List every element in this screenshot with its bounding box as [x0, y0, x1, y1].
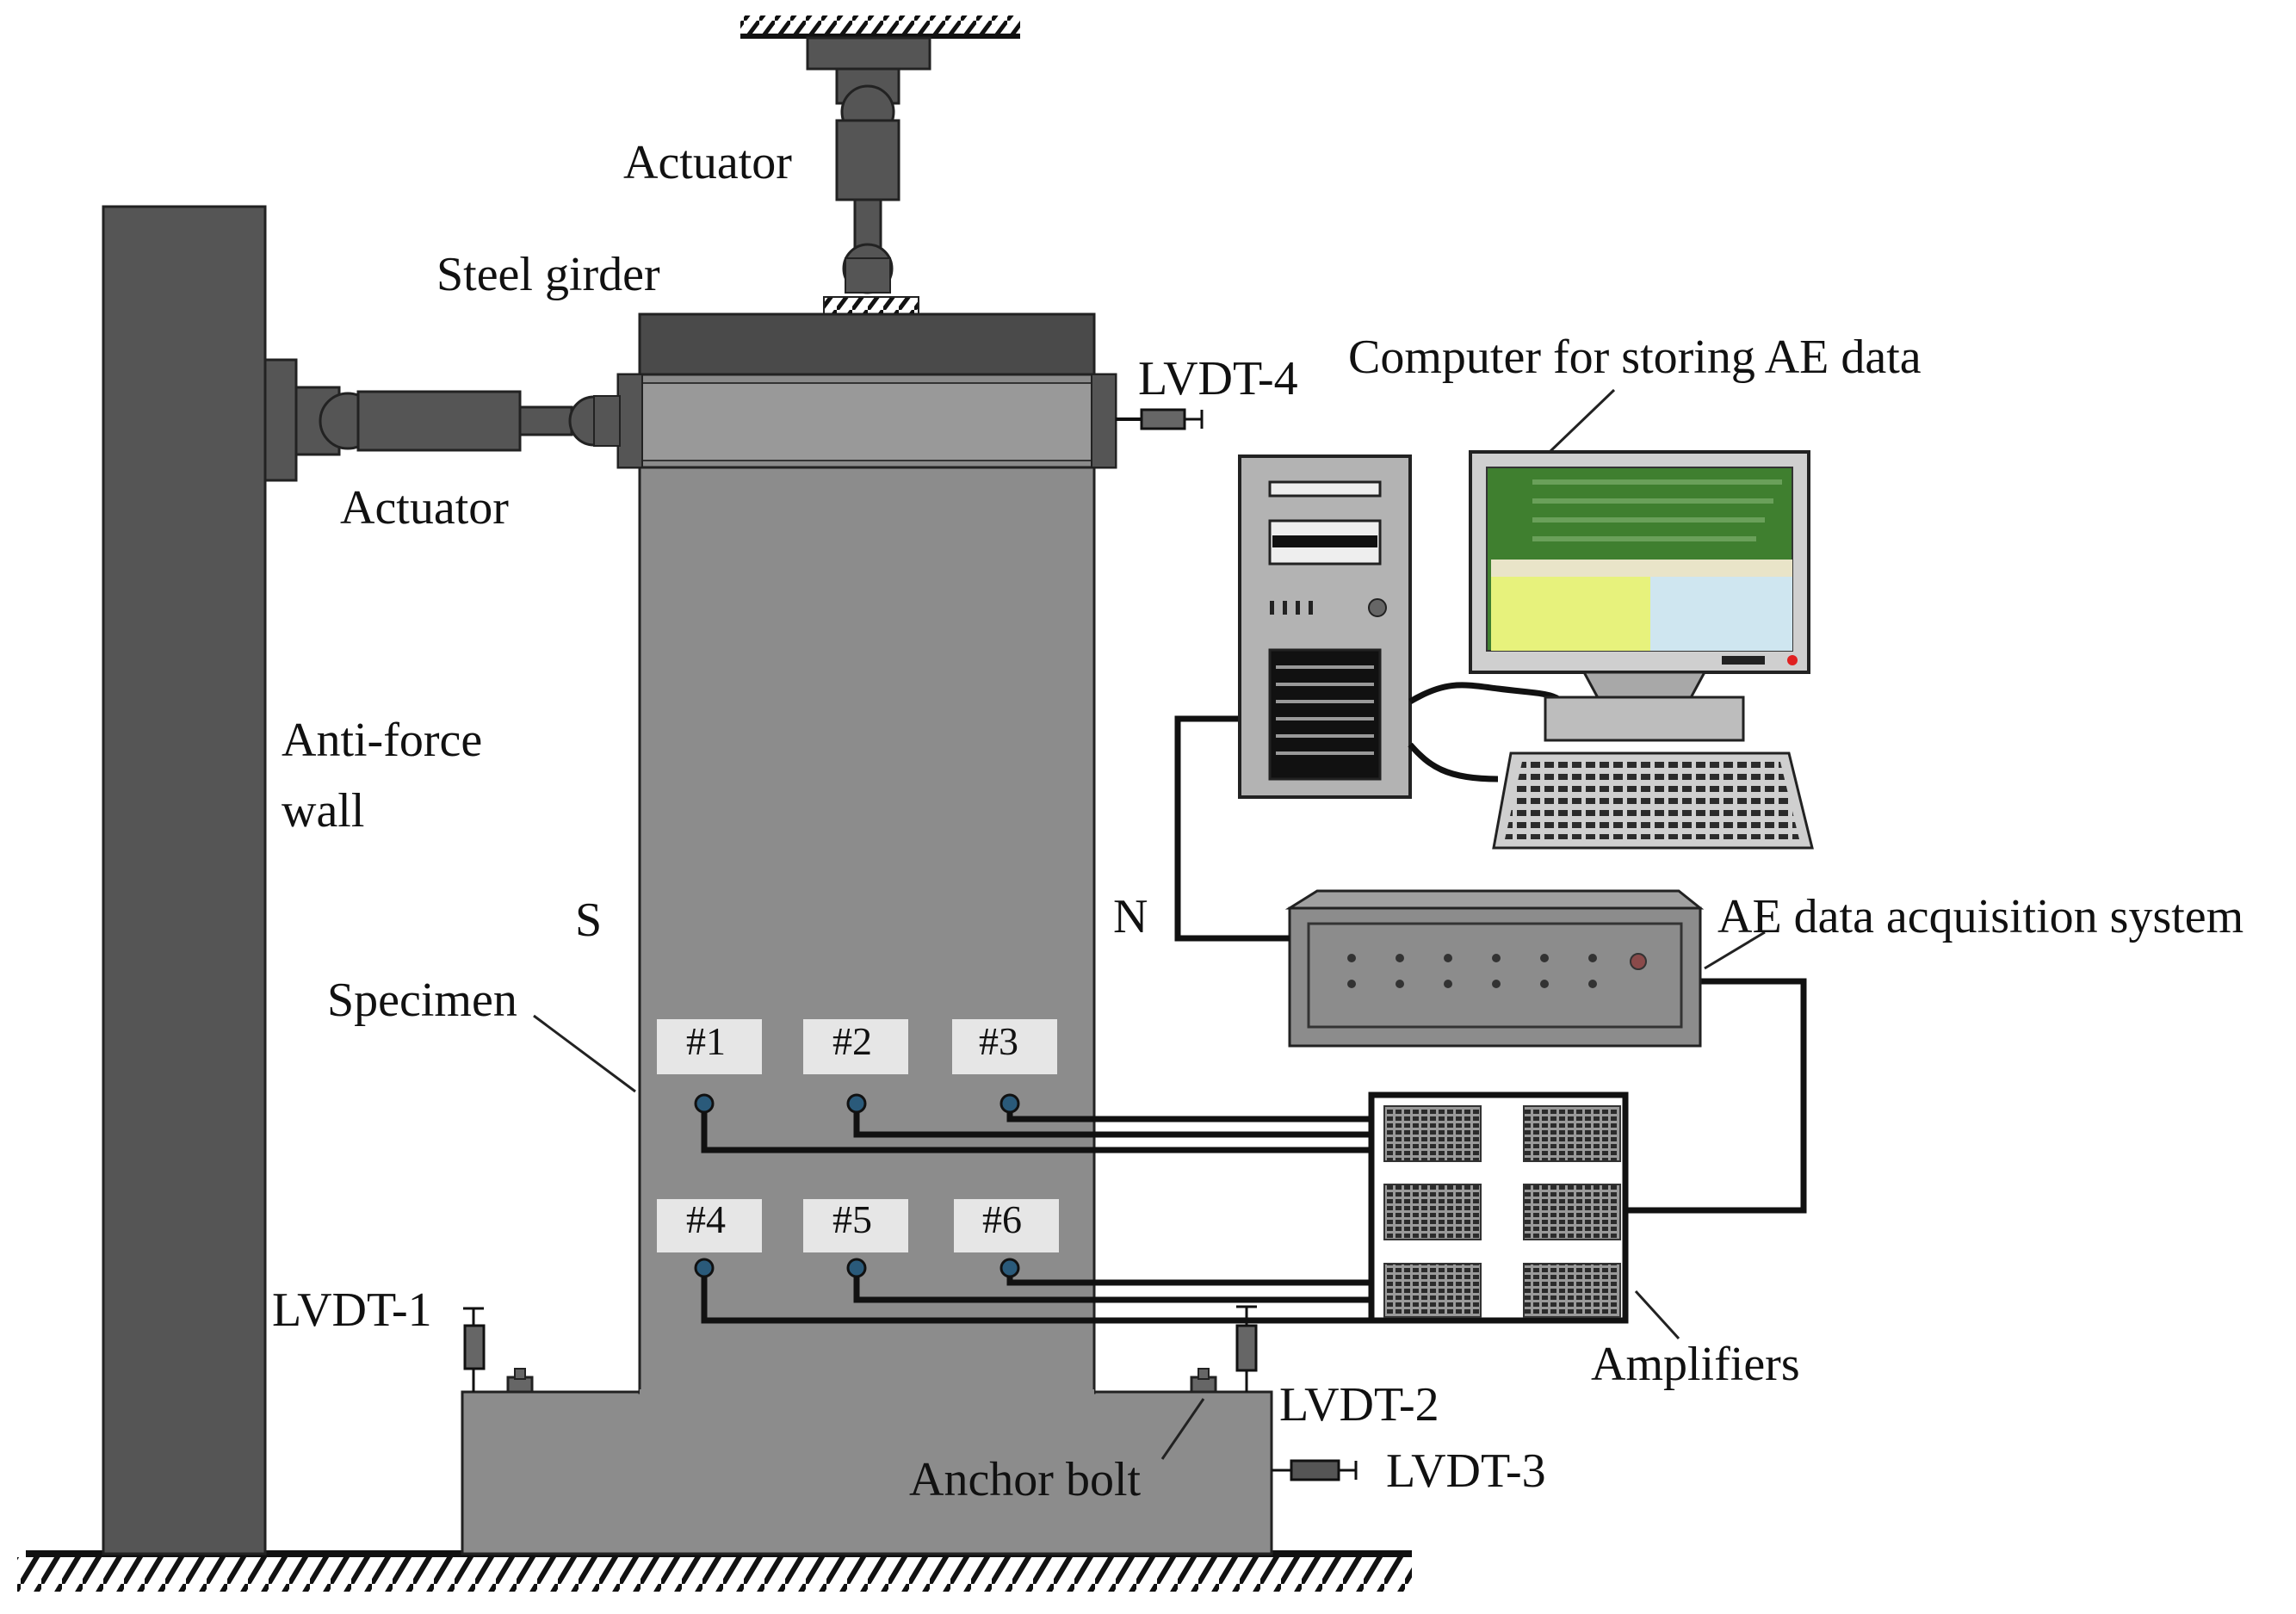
ae-sensors [694, 1093, 1020, 1278]
sensor-5-label: #5 [832, 1197, 872, 1241]
anchor-bolt-left [506, 1368, 534, 1394]
ground [17, 1550, 1412, 1592]
sensor-2-label: #2 [832, 1019, 872, 1063]
lvdt-1-label: LVDT-1 [272, 1283, 432, 1337]
steel-girder-label: Steel girder [436, 248, 660, 301]
keyboard-cable [1408, 742, 1499, 782]
anti-force-wall-label-line2: wall [282, 784, 364, 838]
ae-system-label: AE data acquisition system [1717, 890, 2243, 943]
anti-force-wall [102, 205, 267, 1555]
computer-label: Computer for storing AE data [1348, 331, 1922, 384]
computer-tower [1238, 455, 1412, 799]
sensor-6-label: #6 [982, 1197, 1022, 1241]
north-label: N [1113, 890, 1148, 943]
sensor-cables [701, 1104, 1373, 1324]
amplifiers-box [1368, 1091, 1629, 1324]
sensor-label-boxes [657, 1019, 1059, 1252]
ae-computer-cable [1174, 715, 1290, 942]
anti-force-wall-label-line1: Anti-force [282, 714, 482, 767]
sensor-4-label: #4 [686, 1197, 726, 1241]
actuator-vertical [740, 15, 1020, 315]
actuator-top-label: Actuator [623, 136, 792, 189]
keyboard [1492, 751, 1814, 850]
amplifiers-label: Amplifiers [1591, 1338, 1800, 1391]
lvdt-2-label: LVDT-2 [1279, 1378, 1439, 1432]
specimen-label: Specimen [327, 974, 517, 1027]
anchor-bolt-right [1190, 1368, 1217, 1394]
south-label: S [575, 894, 602, 947]
ae-acquisition-unit [1284, 889, 1705, 1048]
lvdt-1-sensor [463, 1307, 486, 1392]
specimen-foundation [461, 1390, 1273, 1555]
anchor-bolt-label: Anchor bolt [909, 1453, 1142, 1506]
lvdt-3-sensor [1272, 1459, 1358, 1481]
sensor-3-label: #3 [979, 1019, 1018, 1063]
steel-girder-cap [638, 312, 1096, 376]
actuator-horizontal [263, 358, 621, 482]
computer-monitor [1469, 450, 1810, 742]
lvdt-4-label: LVDT-4 [1138, 352, 1298, 405]
monitor-cable [1408, 682, 1561, 705]
lvdt-4-sensor [1116, 408, 1204, 430]
sensor-1-label: #1 [686, 1019, 726, 1063]
amplifier-ae-cable [1625, 978, 1807, 1214]
actuator-left-label: Actuator [340, 481, 509, 535]
lvdt-3-label: LVDT-3 [1386, 1444, 1546, 1498]
